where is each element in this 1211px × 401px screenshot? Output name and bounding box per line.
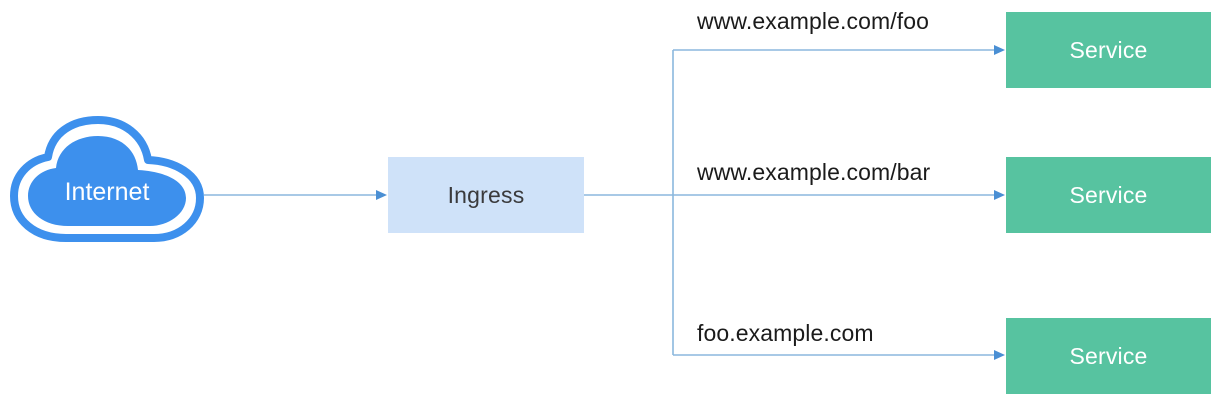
ingress-label: Ingress <box>447 181 525 208</box>
service-node-3[interactable]: Service 华 为 云 社 区 <box>1006 318 1211 394</box>
edge-label-host-path-3: foo.example.com <box>697 320 874 346</box>
internet-cloud-node: Internet <box>8 116 206 244</box>
service-node-2[interactable]: Service <box>1006 157 1211 233</box>
service-label: Service <box>1069 36 1148 63</box>
service-label: Service <box>1069 181 1148 208</box>
edge-label-host-path-2: www.example.com/bar <box>697 159 931 185</box>
service-node-1[interactable]: Service <box>1006 12 1211 88</box>
service-label: Service <box>1069 342 1148 369</box>
edge-label-host-path-1: www.example.com/foo <box>697 8 929 34</box>
cloud-icon <box>10 116 204 242</box>
ingress-node[interactable]: Ingress <box>388 157 584 233</box>
